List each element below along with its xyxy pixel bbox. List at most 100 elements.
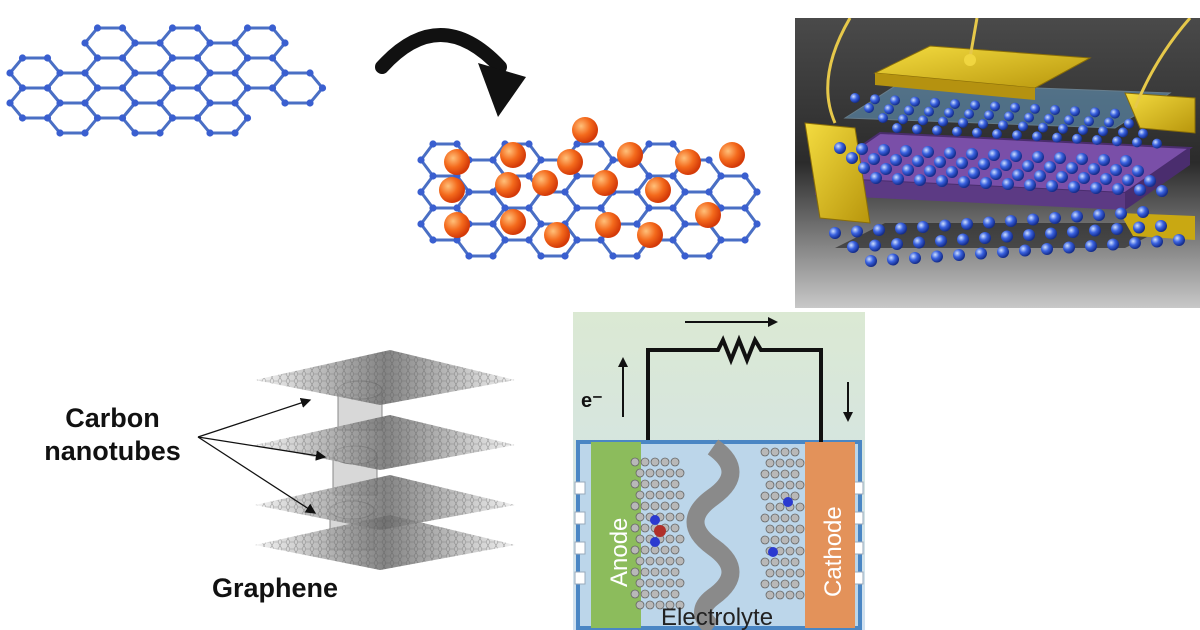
carbon-atom [633,188,641,196]
carbon-atom [18,114,27,122]
atom-ball [1010,150,1022,162]
carbon-atom [525,204,533,212]
stack-atom [775,590,785,600]
stack-atom [765,524,775,534]
carbon-atom [717,172,725,180]
carbon-atom [156,69,164,77]
carbon-atom [43,84,52,92]
stack-atom [635,490,645,500]
graphene-lattice-pristine [6,24,327,137]
stack-atom [665,534,675,544]
stack-atom [655,468,665,478]
atom-ball [1001,230,1013,243]
atom-ball [1049,212,1061,224]
atom-ball [1027,213,1039,226]
atom-ball [890,154,902,166]
stack-atom [650,457,660,467]
atom-ball [880,163,892,175]
stack-atom [770,469,780,479]
carbon-atom [56,69,64,77]
carbon-atom [717,236,725,244]
carbon-atom [645,204,653,212]
carbon-atom [453,140,461,148]
lithium-ion [650,515,660,525]
stack-atom [795,458,805,468]
atom-ball [939,219,951,232]
carbon-atom [281,99,289,107]
atom-ball [956,157,968,169]
atom-ball [1076,153,1088,165]
graphene-lattice-doped [417,117,761,260]
carbon-atom [705,252,713,260]
atom-ball [902,164,914,176]
carbon-atom [561,252,569,260]
carbon-atom [18,54,27,62]
carbon-atom [268,84,277,92]
atom-ball [1115,207,1127,220]
atom-ball [829,227,841,239]
carbon-atom [93,54,102,62]
atom-ball [1023,229,1035,241]
hex-ring [233,26,287,60]
stack-atom [665,512,675,522]
carbon-atom [243,54,252,62]
atom-ball [870,172,882,184]
stack-atom [630,545,640,555]
atom-ball [1000,159,1012,171]
atom-ball [964,109,974,119]
carbon-atom [281,69,289,77]
atom-ball [1151,235,1163,248]
stack-atom [655,600,665,610]
atom-ball [1066,162,1078,174]
stack-atom [640,457,650,467]
atom-ball [1122,174,1134,186]
stack-atom [775,524,785,534]
stack-atom [675,490,685,500]
stack-atom [785,524,795,534]
stack-atom [775,568,785,578]
atom-ball [917,221,929,233]
atom-ball [1110,164,1122,176]
carbon-atom [501,236,509,244]
carbon-atom [168,54,177,62]
atom-ball [1071,210,1083,223]
atom-ball [1120,155,1132,167]
stack-atom [630,589,640,599]
atom-ball [1045,227,1057,240]
atom-ball [1024,179,1036,191]
atom-ball [1018,121,1028,132]
stack-atom [630,479,640,489]
carbon-atom [206,99,214,107]
atom-ball [1093,209,1105,221]
carbon-atom [306,69,314,77]
graphene-sheet-texture [255,515,515,570]
atom-ball [1044,113,1054,124]
carbon-atom [81,39,89,47]
atom-ball [922,146,934,158]
atom-ball [868,153,880,165]
atom-ball [1034,170,1046,182]
hex-ring [707,174,759,210]
carbon-atom [131,129,139,137]
atom-ball [934,156,946,168]
carbon-atom [669,236,677,244]
carbon-atom [81,69,89,77]
carbon-atom [681,252,689,260]
atom-ball [998,120,1008,131]
carbon-atom [537,156,545,164]
carbon-atom [597,140,605,148]
stack-atom [780,469,790,479]
carbon-atom [741,204,749,212]
stack-atom [795,546,805,556]
carbon-atom [206,39,214,47]
atom-ball [952,126,962,137]
stack-atom [780,557,790,567]
carbon-atom [168,84,177,92]
stack-atom [765,568,775,578]
carbon-atom [131,69,139,77]
atom-ball [870,94,880,105]
dopant-particle [695,202,721,228]
stack-atom [660,567,670,577]
stack-atom [660,545,670,555]
stack-atom [760,535,770,545]
